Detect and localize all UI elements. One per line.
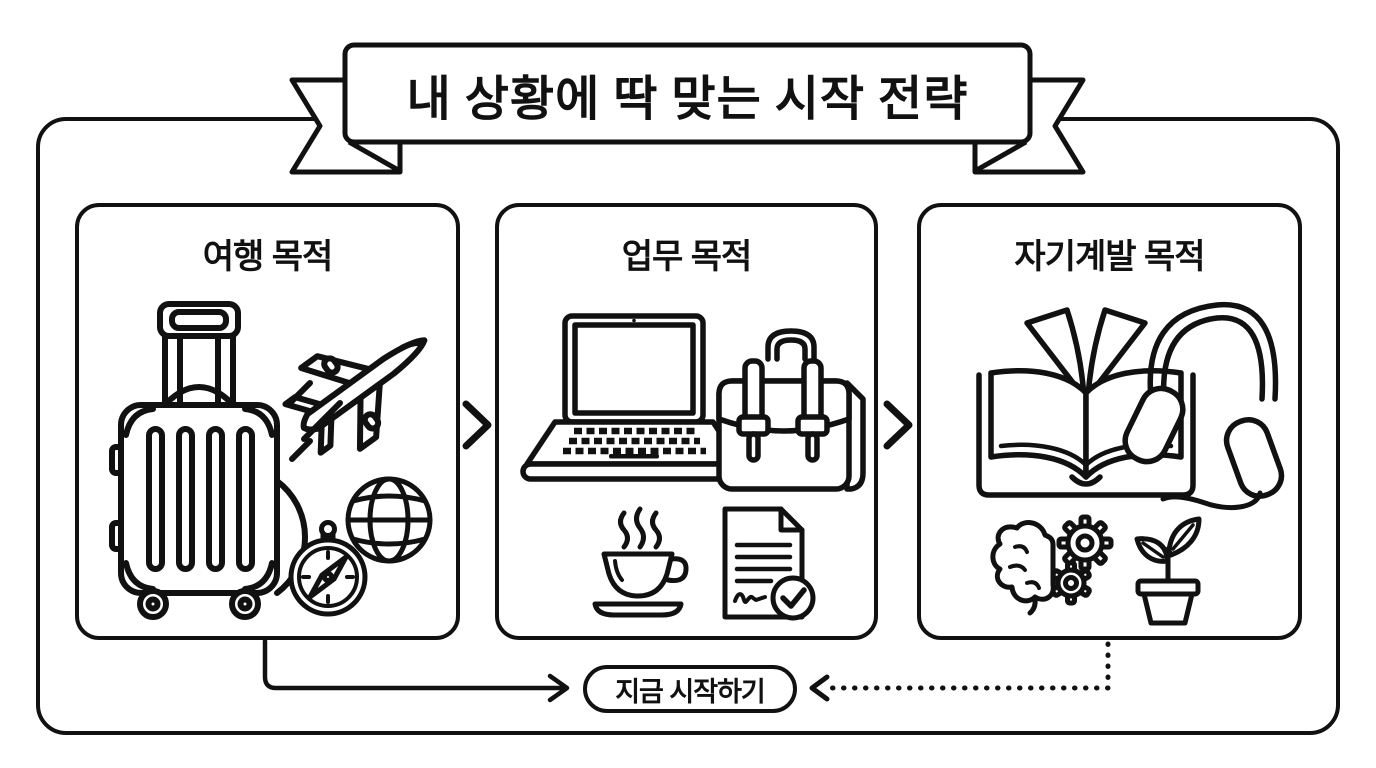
briefcase-icon — [716, 328, 866, 492]
card-title-travel: 여행 목적 — [202, 238, 334, 276]
airplane-icon — [282, 337, 428, 462]
start-now-button[interactable]: 지금 시작하기 — [583, 665, 797, 713]
banner-title: 내 상황에 딱 맞는 시작 전략 — [406, 72, 969, 126]
coffee-cup-icon — [592, 506, 689, 618]
card-title-work: 업무 목적 — [621, 238, 753, 276]
card-self-development: 자기계발 목적 — [917, 203, 1302, 640]
document-check-icon — [722, 506, 816, 621]
card-work: 업무 목적 — [495, 203, 878, 640]
suitcase-icon — [109, 301, 308, 620]
brain-gears-icon — [990, 514, 1114, 616]
globe-icon — [345, 476, 433, 564]
card-travel: 여행 목적 — [75, 203, 460, 640]
laptop-icon — [520, 313, 748, 482]
plant-icon — [1134, 516, 1202, 626]
card-title-self-development: 자기계발 목적 — [1014, 238, 1205, 276]
compass-icon — [288, 520, 368, 617]
headphones-icon — [1122, 301, 1285, 511]
